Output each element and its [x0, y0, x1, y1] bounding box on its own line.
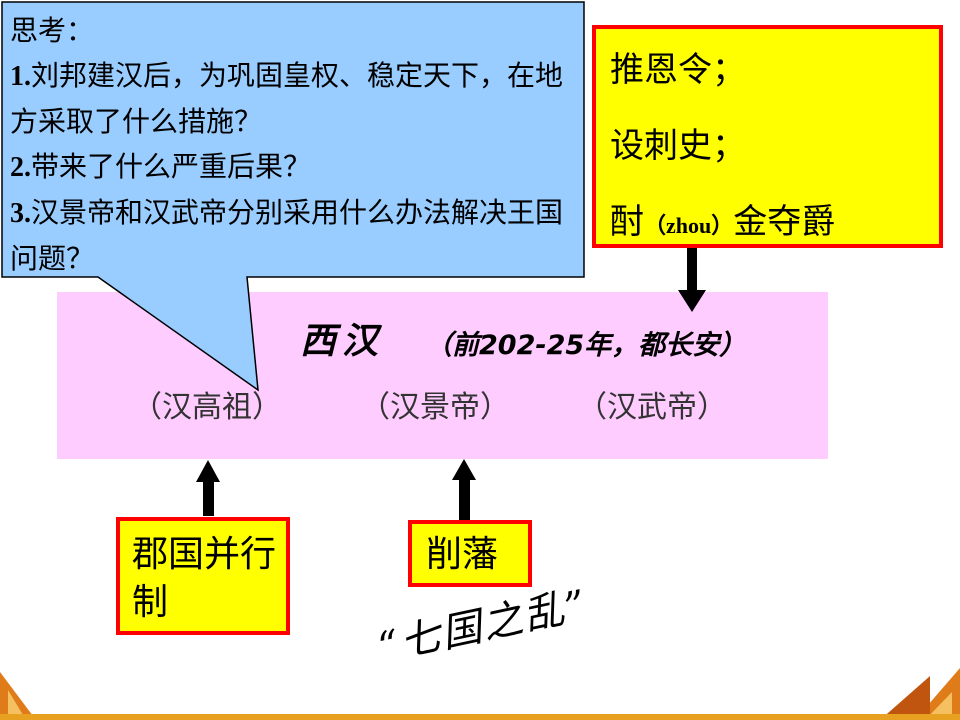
bottom-border	[0, 714, 960, 720]
question-3-number: 3.	[10, 198, 31, 229]
policy-zhoujin-a: 酎	[610, 202, 644, 242]
question-1-number: 1.	[10, 61, 31, 92]
arrow-policies-down	[678, 248, 706, 312]
arrow-xuefan-up	[452, 459, 476, 520]
policy-tuienling: 推恩令；	[610, 50, 746, 90]
dynasty-name: 西汉	[300, 320, 385, 362]
corner-decoration-right	[880, 668, 960, 720]
jgbx-box: 郡国并行制	[116, 517, 290, 635]
question-1: 1.刘邦建汉后，为巩固皇权、稳定天下，在地方采取了什么措施？	[10, 53, 580, 144]
question-1-text: 刘邦建汉后，为巩固皇权、稳定天下，在地方采取了什么措施？	[10, 59, 564, 138]
emperor-gaozu: （汉高祖）	[132, 390, 282, 425]
question-3-text: 汉景帝和汉武帝分别采用什么办法解决王国问题？	[10, 196, 564, 275]
emperor-wudi: （汉武帝）	[577, 390, 727, 425]
arrow-jgbx-up	[196, 460, 220, 516]
policies-box: 推恩令； 设刺史； 酎（zhou）金夺爵	[592, 25, 943, 248]
question-2: 2.带来了什么严重后果？	[10, 144, 580, 190]
question-2-number: 2.	[10, 152, 31, 183]
question-2-text: 带来了什么严重后果？	[31, 150, 312, 183]
question-3: 3.汉景帝和汉武帝分别采用什么办法解决王国问题？	[10, 190, 580, 281]
policy-cishi: 设刺史；	[610, 126, 746, 166]
callout-heading: 思考：	[10, 14, 95, 47]
emperor-jingdi: （汉景帝）	[360, 390, 510, 425]
callout-shape	[1, 1, 585, 392]
xuefan-box: 削藩	[408, 520, 532, 587]
corner-decoration-left	[0, 672, 36, 720]
policy-zhoujin-pinyin: （zhou）	[644, 213, 734, 238]
policy-zhoujin: 酎（zhou）金夺爵	[610, 184, 939, 264]
dynasty-detail: （前202-25年，都长安）	[425, 330, 747, 361]
policy-zhoujin-b: 金夺爵	[733, 202, 836, 242]
callout-text: 思考： 1.刘邦建汉后，为巩固皇权、稳定天下，在地方采取了什么措施？ 2.带来了…	[10, 8, 580, 281]
